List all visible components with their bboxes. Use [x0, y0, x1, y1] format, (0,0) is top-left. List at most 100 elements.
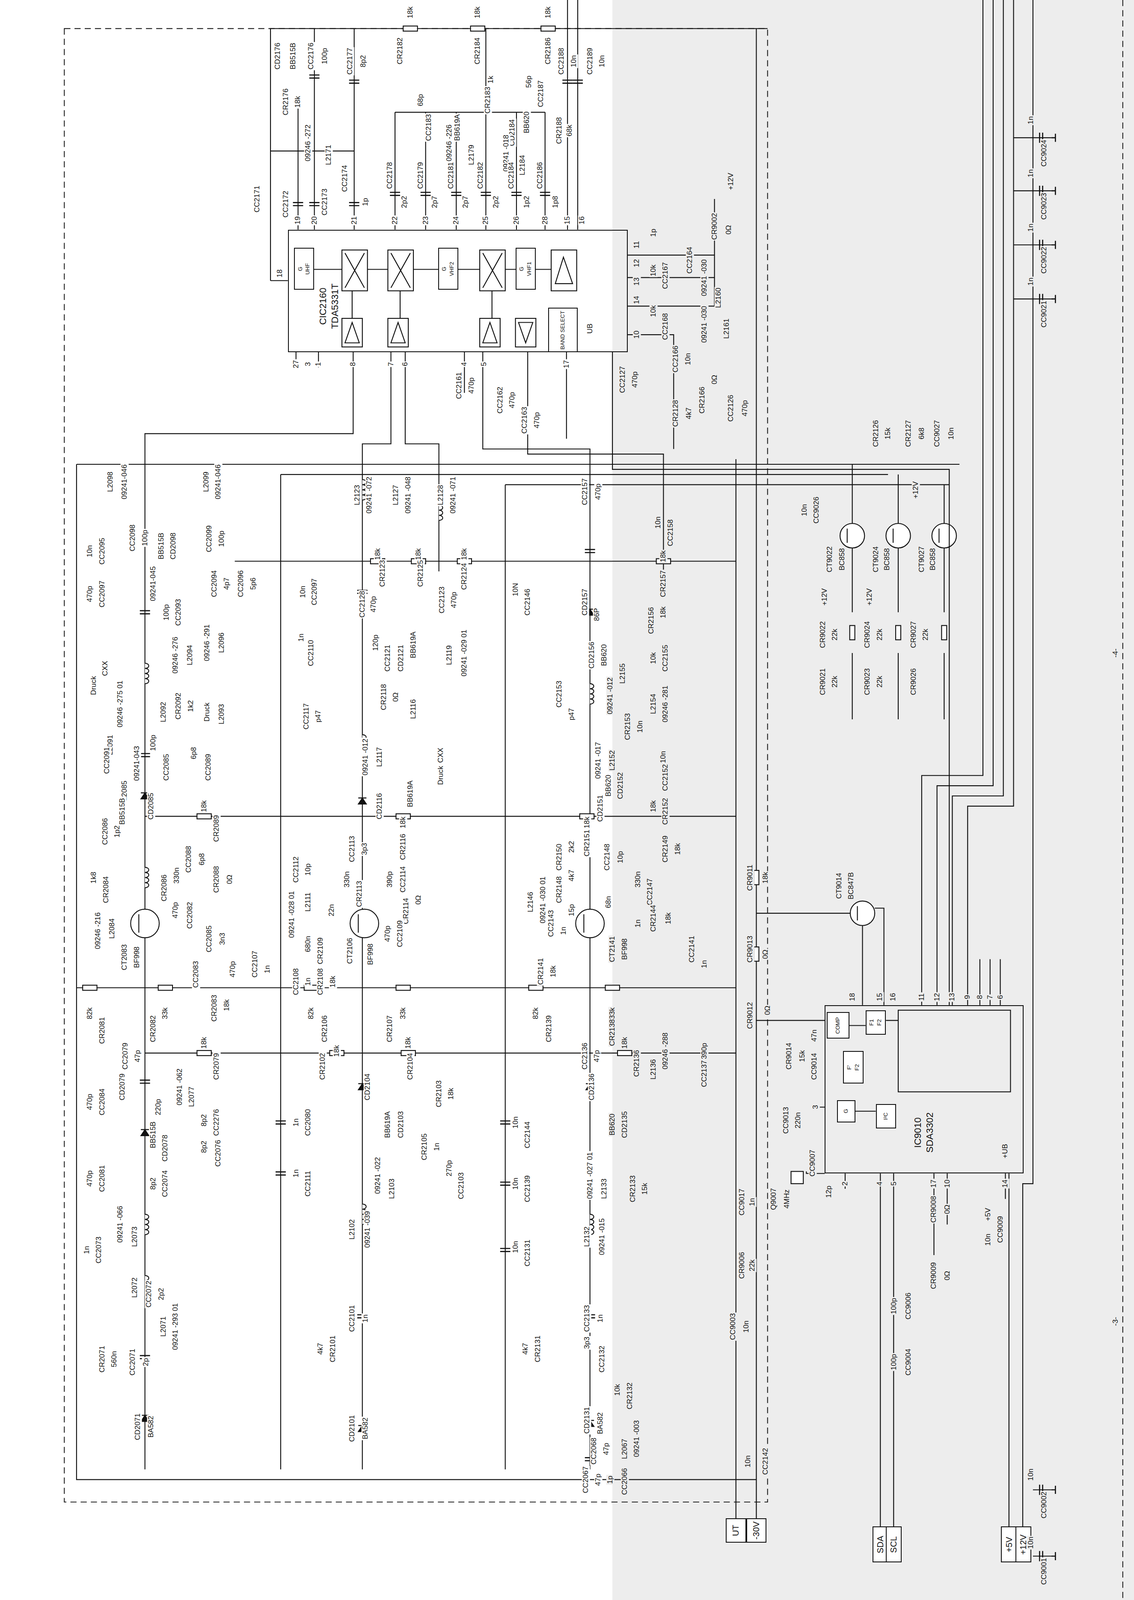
part-label: 18k — [200, 1036, 209, 1050]
part-label: 10k — [649, 304, 658, 318]
node-text: I²C — [882, 1112, 890, 1120]
part-label: 09241 -071 — [449, 475, 458, 514]
part-label: CR2081 — [97, 1016, 107, 1045]
part-label: 17 — [562, 359, 571, 370]
part-label: 09246 -275 01 — [116, 679, 125, 729]
part-label: L2098 — [106, 470, 115, 493]
part-label: L2132 — [582, 1225, 591, 1248]
part-label: 18k — [399, 815, 408, 829]
part-label: CR2128 — [671, 399, 680, 428]
transistor-symbol — [850, 901, 875, 926]
part-label: CC2076 — [214, 1138, 223, 1167]
part-label: CR2148 — [555, 875, 564, 904]
part-label: CC2096 — [237, 569, 246, 598]
part-label: 470p — [741, 399, 750, 418]
part-label: 3 — [811, 1104, 820, 1111]
part-label: CC2152 — [661, 763, 670, 792]
part-label: CC2131 — [523, 1238, 532, 1268]
part-label: CR2127 — [904, 419, 913, 448]
part-label: 68k — [565, 124, 574, 138]
part-label: 680n — [304, 935, 313, 953]
use-shape — [849, 625, 855, 640]
part-label: CC2111 — [304, 1169, 313, 1198]
node-text: VHF1 — [526, 261, 533, 277]
part-label: 8p2 — [359, 54, 368, 69]
part-label: CR2133 — [629, 1174, 638, 1203]
part-label: CC2157 — [580, 477, 589, 506]
part-label: CR2106 — [320, 1014, 329, 1043]
part-label: 09241-046 — [120, 463, 129, 500]
part-label: L2093 — [217, 703, 226, 726]
part-label: 18k — [406, 5, 415, 19]
part-label: 09241 -012 — [361, 737, 370, 777]
part-label: 3p3 — [360, 842, 369, 856]
node-text: G — [296, 266, 304, 271]
part-label: CC2097 — [97, 579, 107, 609]
part-label: 82k — [307, 1006, 316, 1020]
part-label: CR2186 — [544, 36, 553, 66]
transistor-symbol — [932, 523, 957, 548]
part-label: 120p — [371, 633, 380, 652]
wire — [145, 352, 664, 1470]
part-label: CD2157 — [580, 587, 589, 617]
transistor-symbol — [885, 523, 911, 548]
use-shape — [349, 80, 360, 84]
part-label: 13 — [632, 276, 642, 287]
part-label: CR2092 — [174, 691, 183, 721]
use-shape — [196, 813, 211, 820]
part-label: 100p — [217, 529, 226, 548]
part-label: 18k — [473, 5, 482, 19]
part-label: BB515B — [118, 797, 127, 826]
use-shape — [158, 985, 173, 991]
use-shape — [617, 1050, 632, 1056]
node-text: SDA3302 — [924, 1112, 936, 1153]
part-label: 15k — [641, 1181, 650, 1196]
part-label: CC2177 — [346, 47, 355, 76]
part-label: 22k — [831, 627, 840, 642]
use-shape — [500, 1248, 511, 1252]
part-label: BB515B — [148, 1120, 158, 1149]
part-label: L2152 — [608, 749, 617, 772]
part-label: 10n — [511, 1176, 520, 1191]
part-label: 18k — [404, 1036, 413, 1050]
part-label: 3n3 — [218, 932, 227, 946]
part-label: CC2084 — [97, 1087, 107, 1117]
part-label: CC2173 — [320, 187, 329, 217]
part-label: 09246 -291 — [203, 623, 212, 662]
part-label: CC9001 — [1040, 1557, 1049, 1586]
logic-block — [898, 1010, 1011, 1093]
use-shape — [1051, 294, 1056, 303]
part-label: CC2088 — [184, 845, 193, 874]
part-label: 6p8 — [189, 746, 199, 760]
node-text: F2 — [854, 1064, 861, 1071]
part-label: 1n — [433, 1142, 442, 1152]
part-label: CC2182 — [476, 161, 485, 190]
part-label: L2116 — [409, 698, 418, 720]
part-label: CC2121 — [383, 644, 392, 673]
gain-block: GVHF2 — [438, 247, 459, 290]
wire — [852, 464, 945, 720]
node-text: VHF2 — [448, 261, 456, 277]
part-label: 47p — [133, 1049, 143, 1063]
part-label: CR2153 — [623, 712, 633, 741]
part-label: CC2097 — [310, 577, 319, 606]
part-label: CR2084 — [102, 875, 111, 904]
use-shape — [145, 663, 149, 684]
node-text: SDA — [875, 1535, 886, 1553]
part-label: 17 — [929, 1178, 939, 1189]
part-label: CC2126 — [726, 394, 735, 423]
part-label: 8p2 — [148, 1176, 158, 1191]
part-label: 470p — [171, 901, 180, 920]
part-label: L2102 — [348, 1218, 357, 1241]
part-label: CC2093 — [174, 598, 183, 627]
part-label: 6 — [996, 994, 1005, 1000]
part-label: L2094 — [185, 644, 194, 666]
part-label: CC2066 — [620, 1467, 629, 1496]
part-label: 100p — [148, 733, 158, 752]
connector-pin: +5V — [1000, 1526, 1017, 1562]
part-label: CC2186 — [535, 161, 544, 190]
part-label: CC2144 — [523, 1120, 532, 1149]
part-label: CR2183 — [483, 86, 493, 115]
part-label: CC2133 — [582, 1304, 591, 1333]
